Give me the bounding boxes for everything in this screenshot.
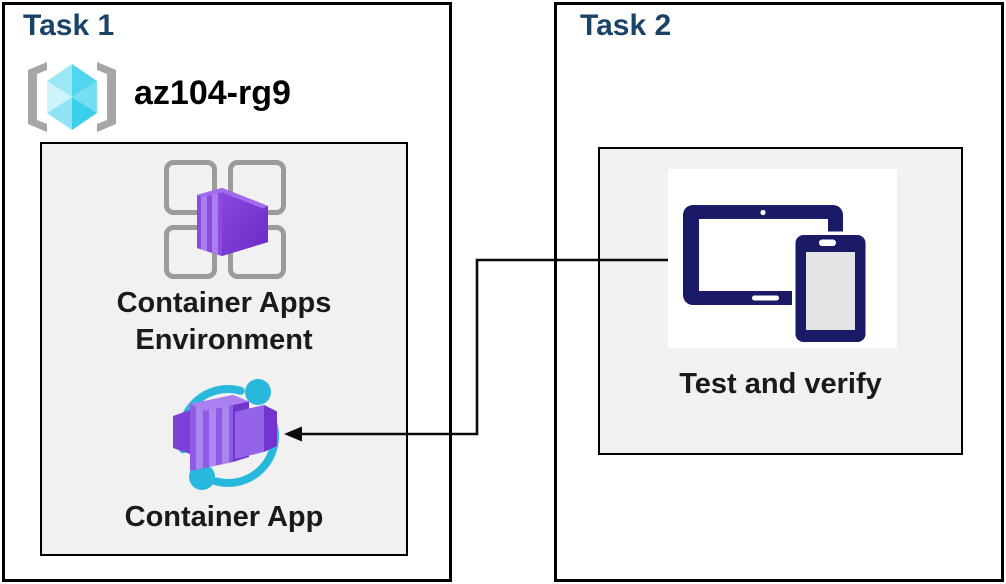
container-app-label: Container App <box>124 501 324 533</box>
task1-title: Task 1 <box>23 9 115 42</box>
container-apps-environment-label: Container Apps Environment <box>40 285 408 359</box>
resource-group-icon <box>26 57 118 142</box>
test-and-verify-label: Test and verify <box>679 368 882 400</box>
container-apps-environment-label-line2: Environment <box>135 324 313 356</box>
container-app-icon <box>163 372 295 509</box>
container-apps-environment-label-line1: Container Apps <box>116 287 332 319</box>
tablet-phone-devices-icon <box>668 169 897 348</box>
task2-title: Task 2 <box>580 9 672 42</box>
container-apps-environment-icon <box>163 158 291 289</box>
resource-group-name: az104-rg9 <box>134 74 291 112</box>
